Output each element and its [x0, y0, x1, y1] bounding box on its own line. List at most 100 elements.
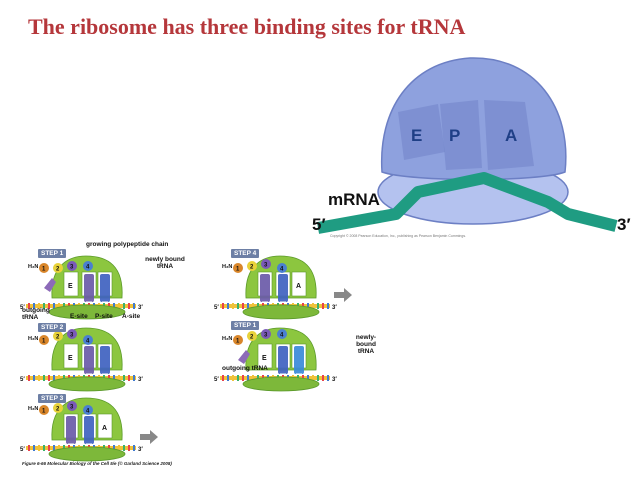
panel-1-nucleotide — [133, 375, 135, 381]
step-4-badge: STEP 4 — [231, 249, 260, 258]
panel-4-amino-acid-2 — [247, 331, 257, 341]
panel-4-five-prime: 5′ — [214, 377, 219, 383]
panel-0-h2n: H₂N — [28, 264, 38, 270]
panel-2-nucleotide — [113, 445, 115, 451]
panel-2-amino-acid-number: 3 — [70, 405, 74, 411]
panel-4-trna — [294, 346, 304, 374]
panel-4-amino-acid-number: 2 — [250, 335, 254, 341]
panel-0-site-letter: E — [68, 283, 73, 290]
panel-3-site-letter: A — [296, 283, 301, 290]
panel-1-amino-acid-number: 2 — [56, 335, 60, 341]
panel-4-small-subunit — [242, 376, 320, 392]
panel-4-nucleotide — [222, 375, 224, 381]
panel-1-nucleotide — [28, 375, 30, 381]
panel-1-trna — [100, 346, 110, 374]
panel-3-amino-acid-number: 2 — [250, 265, 254, 271]
growing-chain-label: growing polypeptide chain — [86, 241, 169, 248]
panel-2-amino-acid-1 — [39, 405, 49, 415]
panel-3-three-prime: 3′ — [332, 305, 337, 311]
panel-2-nucleotide — [118, 445, 120, 451]
panel-0-nucleotide — [38, 303, 40, 309]
panel-4-nucleotide — [317, 375, 319, 381]
a-site-label: A — [505, 126, 518, 145]
panel-1-trna — [84, 346, 94, 374]
panel-0-site-slot — [63, 271, 79, 297]
panel-0-outgoing-trna — [44, 278, 56, 292]
panel-2-amino-acid-number: 4 — [86, 409, 90, 415]
panel-2-nucleotide — [128, 445, 130, 451]
panel-3-direction-arrow — [334, 288, 352, 302]
a-site-text: A-site — [122, 313, 141, 320]
step-3-badge: STEP 3 — [38, 394, 67, 403]
panel-2-nucleotide — [63, 445, 65, 451]
panel-3-amino-acid-number: 4 — [280, 267, 284, 273]
panel-0-nucleotide — [63, 303, 65, 309]
panel-2-trna — [66, 416, 76, 444]
panel-3-h2n: H₂N — [222, 264, 232, 270]
panel-4-three-prime: 3′ — [332, 377, 337, 383]
panel-4-amino-acid-number: 3 — [264, 333, 268, 339]
panel-3-amino-acid-4 — [277, 263, 287, 273]
panel-2-nucleotide — [38, 445, 40, 451]
three-prime-label: 3′ — [617, 215, 631, 234]
panel-1-amino-acid-2 — [53, 331, 63, 341]
panel-2-site-letter: A — [102, 425, 107, 432]
panel-4-nucleotide — [327, 375, 329, 381]
panel-3-amino-acid-number: 1 — [236, 267, 240, 273]
panel-3-nucleotide — [222, 303, 224, 309]
p-site-pocket — [440, 100, 482, 170]
panel-1-amino-acid-1 — [39, 335, 49, 345]
panel-4-nucleotide — [252, 375, 254, 381]
panel-2-nucleotide — [28, 445, 30, 451]
panel-3-five-prime: 5′ — [214, 305, 219, 311]
panel-2-amino-acid-3 — [67, 401, 77, 411]
e-site-pocket — [398, 104, 445, 160]
panel-0-nucleotide — [53, 303, 55, 309]
panel-4-nucleotide — [242, 375, 244, 381]
panel-3-nucleotide — [312, 303, 314, 309]
panel-0-nucleotide — [28, 303, 30, 309]
panel-3-nucleotide — [237, 303, 239, 309]
panel-3-nucleotide — [252, 303, 254, 309]
panel-1-site-slot — [63, 343, 79, 369]
step-1-repeat-badge: STEP 1 — [231, 321, 260, 330]
panel-3-trna — [278, 274, 288, 302]
panel-3-site-slot — [291, 271, 307, 297]
panel-4-amino-acid-number: 1 — [236, 339, 240, 345]
panel-3-small-subunit — [242, 304, 320, 320]
panel-2-trna — [84, 416, 94, 444]
panel-2-direction-arrow — [140, 430, 158, 444]
panel-1-nucleotide — [128, 375, 130, 381]
panel-4-h2n: H₂N — [222, 336, 232, 342]
panel-1-amino-acid-number: 3 — [70, 333, 74, 339]
panel-2-nucleotide — [58, 445, 60, 451]
panel-1-amino-acid-number: 4 — [86, 339, 90, 345]
panel-4-nucleotide — [227, 375, 229, 381]
panel-0-nucleotide — [123, 303, 125, 309]
e-site-label: E — [411, 126, 423, 145]
panel-4-nucleotide — [257, 375, 259, 381]
panel-0-nucleotide — [43, 303, 45, 309]
panel-1-three-prime: 3′ — [138, 377, 143, 383]
panel-1-nucleotide — [43, 375, 45, 381]
panel-1-nucleotide — [63, 375, 65, 381]
panel-4-amino-acid-number: 4 — [280, 333, 284, 339]
step-2-badge: STEP 2 — [38, 323, 67, 332]
panel-4-amino-acid-4 — [277, 329, 287, 339]
panel-4-nucleotide — [232, 375, 234, 381]
panel-0-amino-acid-4 — [83, 261, 93, 271]
panel-0-three-prime: 3′ — [138, 305, 143, 311]
panel-2-nucleotide — [43, 445, 45, 451]
panel-1-amino-acid-3 — [67, 329, 77, 339]
panel-3-nucleotide — [247, 303, 249, 309]
panel-0-nucleotide — [128, 303, 130, 309]
panel-1-five-prime: 5′ — [20, 377, 25, 383]
panel-3-amino-acid-2 — [247, 261, 257, 271]
panel-3-nucleotide — [317, 303, 319, 309]
outgoing-trna-label-2: outgoing tRNA — [222, 365, 268, 372]
panel-0-small-subunit — [48, 304, 126, 320]
panel-0-amino-acid-1 — [39, 263, 49, 273]
panel-1-nucleotide — [48, 375, 50, 381]
